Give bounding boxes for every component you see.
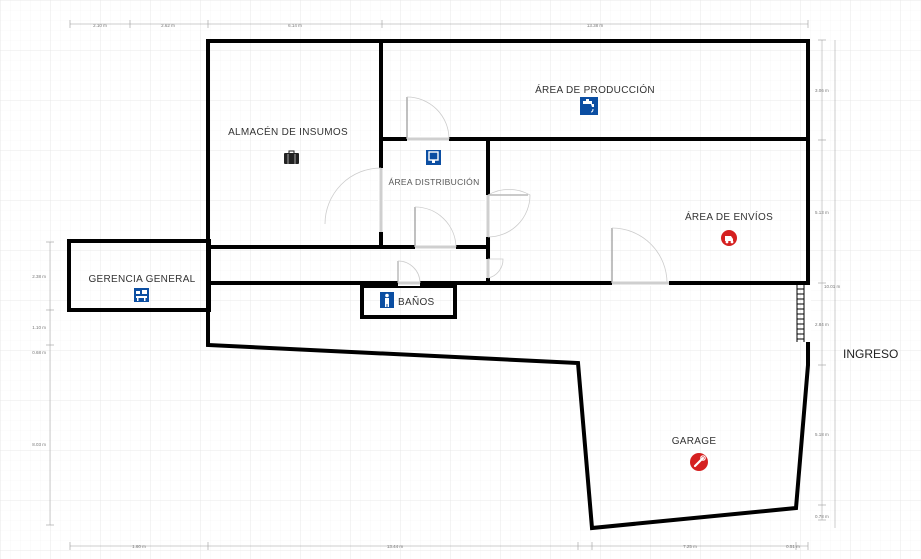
dim-right-6: 0.78 m <box>815 514 829 519</box>
room-label-distribucion: ÁREA DISTRIBUCIÓN <box>388 177 479 187</box>
room-label-produccion: ÁREA DE PRODUCCIÓN <box>535 83 655 96</box>
dim-left-4: 8.03 m <box>32 442 46 447</box>
room-label-gerencia: GERENCIA GENERAL <box>88 274 195 285</box>
restroom-icon <box>380 292 394 308</box>
dim-right-3: 10.01 m <box>824 284 841 289</box>
dim-bottom-2: 13.44 m <box>387 544 404 549</box>
dim-left-2: 1.10 m <box>32 325 46 330</box>
room-label-garage: GARAGE <box>672 436 717 447</box>
dim-left-1: 2.38 m <box>32 274 46 279</box>
office-icon <box>134 288 149 302</box>
dimension-lines <box>49 23 836 547</box>
dim-top-2: 2.62 m <box>161 23 175 28</box>
doors <box>324 96 669 285</box>
delivery-icon <box>721 230 737 246</box>
dim-right-2: 5.13 m <box>815 210 829 215</box>
dim-right-1: 3.06 m <box>815 88 829 93</box>
dim-right-4: 2.84 m <box>815 322 829 327</box>
dim-top-1: 2.10 m <box>93 23 107 28</box>
water-tap-icon <box>580 97 598 115</box>
wrench-icon <box>690 453 708 471</box>
room-label-almacen: ALMACÉN DE INSUMOS <box>228 125 348 138</box>
dim-top-3: 6.14 m <box>288 23 302 28</box>
entrance-label: INGRESO <box>843 347 898 361</box>
dim-bottom-3: 7.25 m <box>683 544 697 549</box>
dim-bottom-4: 0.51 m <box>786 544 800 549</box>
dispatch-icon <box>426 150 441 165</box>
dim-bottom-1: 1.60 m <box>132 544 146 549</box>
dim-top-4: 13.38 m <box>587 23 604 28</box>
entrance-gate <box>796 285 805 342</box>
dim-right-5: 5.18 m <box>815 432 829 437</box>
dimension-ticks <box>46 20 826 550</box>
room-label-envios: ÁREA DE ENVÍOS <box>685 210 773 223</box>
room-label-banos: BAÑOS <box>398 295 435 308</box>
briefcase-icon <box>284 150 299 164</box>
dim-left-3: 0.68 m <box>32 350 46 355</box>
